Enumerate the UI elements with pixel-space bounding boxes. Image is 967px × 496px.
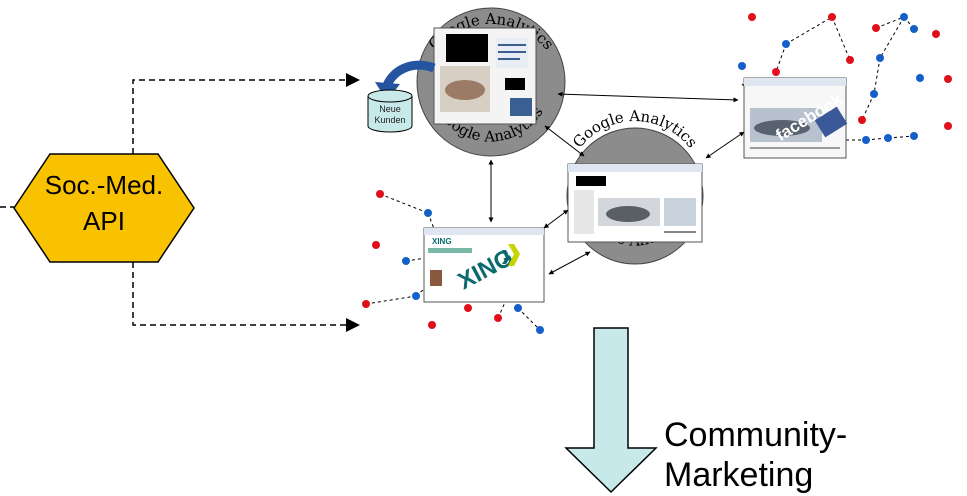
website-thumbnail-facebook: facebook <box>743 77 848 159</box>
result-label-line2: Marketing <box>664 456 813 494</box>
community-arrow <box>564 327 658 494</box>
xing-small-logo: XING <box>432 237 452 246</box>
flow-connectors <box>488 91 745 275</box>
facebook-network-dots <box>738 13 952 144</box>
api-connector-top <box>132 73 360 154</box>
xing-network: XING XING <box>362 190 545 334</box>
api-label-line2: API <box>83 206 125 236</box>
database-icon: Neue Kunden <box>367 89 413 133</box>
website-thumbnail-car <box>567 163 703 243</box>
analytics-circle-right: Google Analytics Google Analytics <box>566 107 704 265</box>
facebook-network: facebook <box>738 13 952 159</box>
analytics-circle-top: Google Analytics Google Analytics <box>416 7 566 157</box>
database-label-line2: Kunden <box>374 115 405 125</box>
website-thumbnail-xing: XING XING <box>423 227 545 303</box>
xing-network-dots <box>362 190 544 334</box>
database-label-line1: Neue <box>379 104 401 114</box>
website-thumbnail-ad <box>433 27 537 125</box>
api-connector-bottom <box>132 262 360 332</box>
result-label-line1: Community- <box>664 416 847 454</box>
api-label-line1: Soc.-Med. <box>45 170 164 200</box>
api-hexagon: Soc.-Med. API <box>13 153 195 263</box>
